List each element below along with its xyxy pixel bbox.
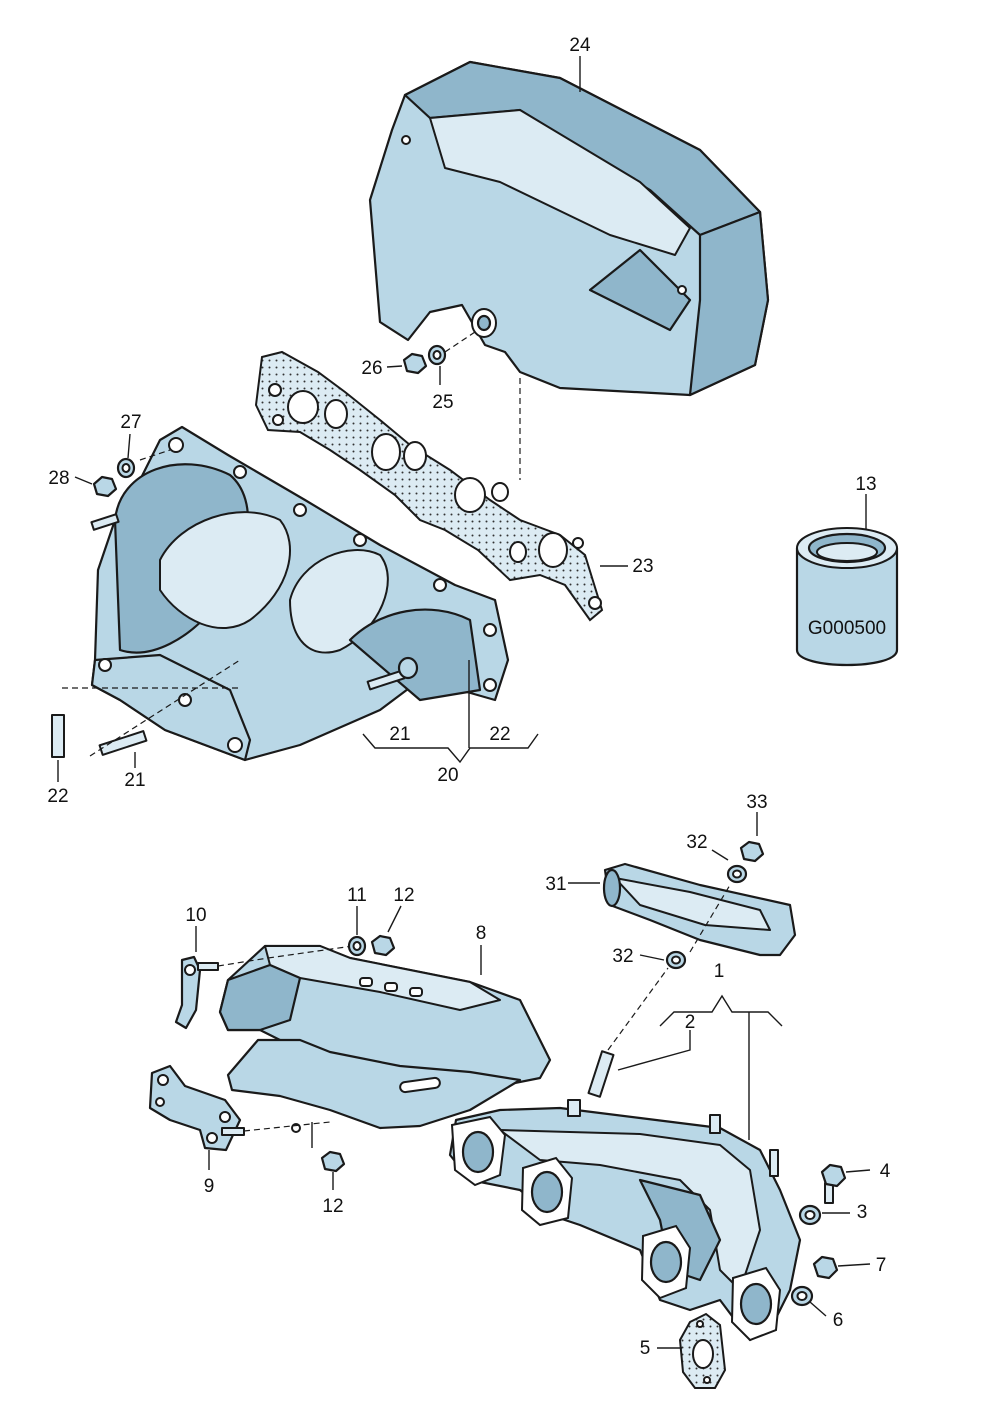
leader-lines — [57, 56, 871, 1349]
label-32-upper: 32 — [686, 832, 707, 853]
washer-25 — [427, 344, 447, 366]
stud-21-right — [366, 656, 419, 691]
label-12-lower: 12 — [322, 1196, 343, 1217]
washer-27 — [116, 457, 136, 479]
label-2: 2 — [685, 1012, 696, 1033]
part-labels: 24 26 25 27 28 23 13 21 22 20 21 22 33 3… — [47, 35, 890, 1359]
nut-12-lower — [320, 1150, 346, 1173]
label-11: 11 — [347, 885, 367, 906]
stud-21-loose — [98, 730, 148, 756]
label-1: 1 — [714, 961, 725, 982]
heat-shield-cover — [368, 60, 770, 397]
label-8: 8 — [476, 923, 487, 944]
nut-12-upper — [370, 934, 396, 957]
label-21-group: 21 — [389, 724, 410, 745]
label-32-lower: 32 — [612, 946, 633, 967]
part-13-marking: G000500 — [808, 618, 886, 639]
label-10: 10 — [185, 905, 206, 926]
stud-2 — [587, 1050, 615, 1098]
gasket-5 — [678, 1312, 727, 1389]
washer-3 — [798, 1204, 822, 1226]
stud-21-upper — [90, 513, 120, 531]
exhaust-manifold-1 — [448, 1099, 802, 1342]
label-33: 33 — [746, 792, 767, 813]
label-24: 24 — [569, 35, 591, 56]
washer-11 — [347, 935, 367, 957]
heat-shield-31 — [602, 862, 797, 957]
label-26: 26 — [361, 358, 382, 379]
nut-7 — [812, 1255, 839, 1280]
label-23: 23 — [632, 556, 653, 577]
gasket-23 — [254, 350, 604, 622]
washer-32-upper — [726, 864, 748, 884]
label-5: 5 — [640, 1338, 651, 1359]
nut-26 — [402, 352, 428, 375]
label-31: 31 — [545, 874, 566, 895]
heat-shield-8 — [218, 944, 552, 1133]
label-27: 27 — [120, 412, 141, 433]
bracket-9 — [148, 1064, 245, 1152]
label-4: 4 — [880, 1161, 891, 1182]
nut-33 — [739, 840, 765, 863]
label-22: 22 — [47, 786, 68, 807]
label-13: 13 — [855, 474, 876, 495]
washer-6 — [790, 1285, 814, 1307]
label-22-group: 22 — [489, 724, 510, 745]
nut-28 — [92, 475, 118, 498]
stud-22-loose — [51, 714, 65, 758]
label-25: 25 — [432, 392, 453, 413]
label-20: 20 — [437, 765, 458, 786]
label-9: 9 — [204, 1176, 215, 1197]
label-7: 7 — [876, 1255, 887, 1276]
label-28: 28 — [48, 468, 69, 489]
nut-4 — [820, 1163, 847, 1204]
label-3: 3 — [857, 1202, 868, 1223]
part-13-can: G000500 — [795, 527, 899, 667]
label-12-upper: 12 — [393, 885, 414, 906]
bracket-10 — [174, 955, 219, 1030]
label-21: 21 — [124, 770, 145, 791]
label-6: 6 — [833, 1310, 844, 1331]
washer-32-lower — [665, 950, 687, 970]
